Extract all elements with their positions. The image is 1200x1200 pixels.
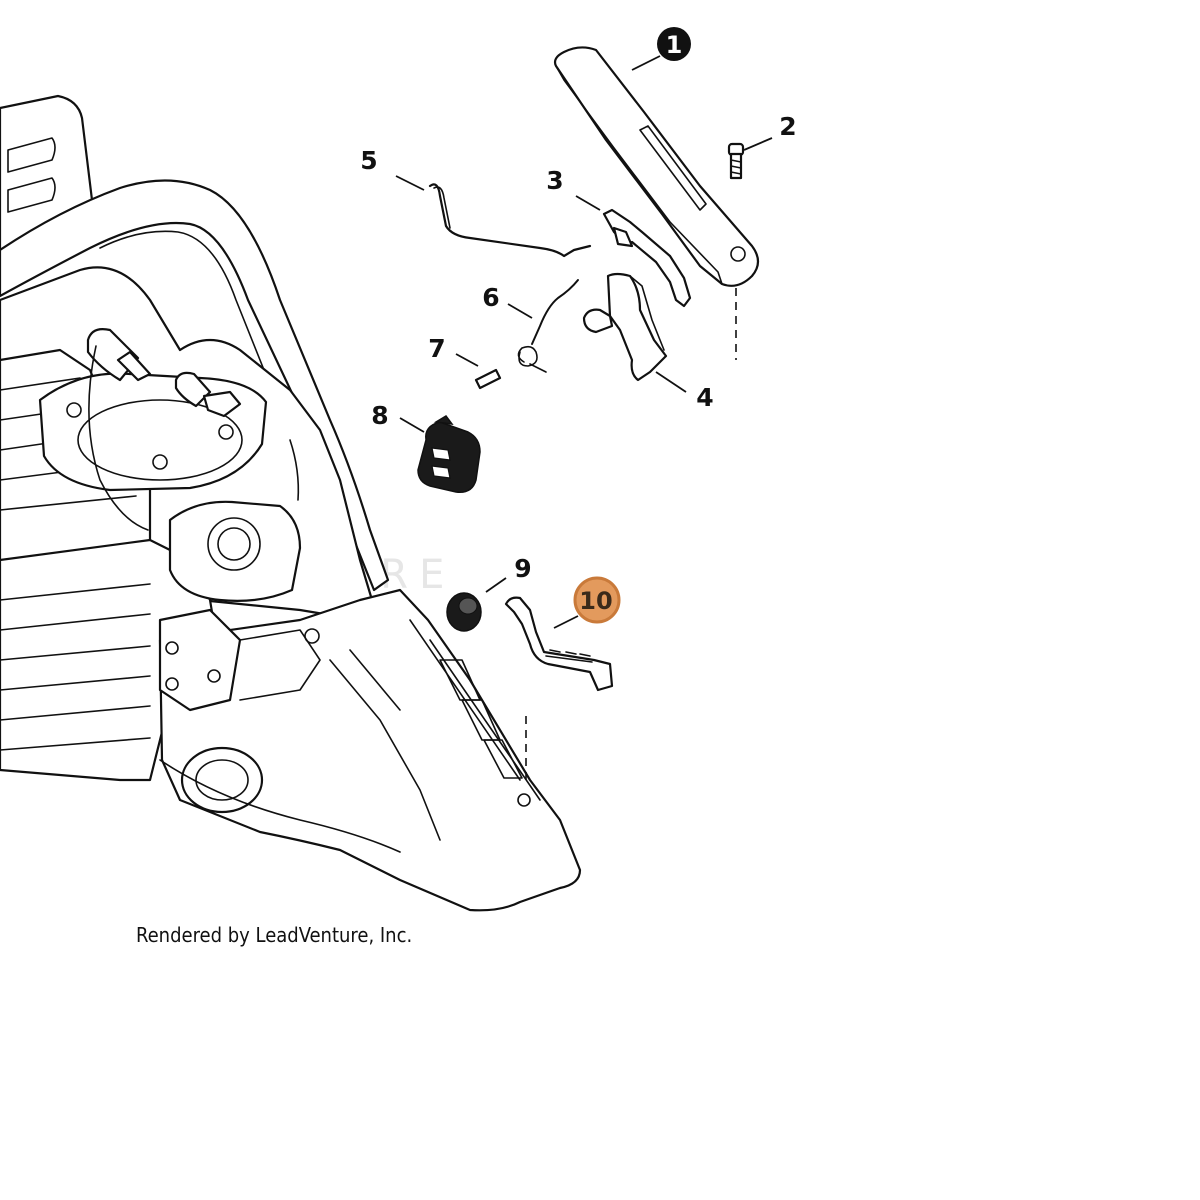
callout-6-label: 6 bbox=[482, 283, 499, 312]
callout-3-label: 3 bbox=[546, 166, 563, 195]
part-8-annular-buffer bbox=[417, 415, 481, 493]
callout-2-label: 2 bbox=[779, 112, 796, 141]
part-3-lockout-lever bbox=[602, 208, 692, 308]
callout-10-label: 10 bbox=[579, 587, 612, 615]
part-5-throttle-rod bbox=[428, 183, 592, 258]
callout-1-label: 1 bbox=[666, 31, 683, 59]
callout-7-label: 7 bbox=[428, 334, 445, 363]
callout-5-label: 5 bbox=[360, 146, 377, 175]
callout-10: 10 bbox=[573, 576, 621, 624]
part-10-lever bbox=[504, 596, 614, 692]
chainsaw-body bbox=[0, 94, 582, 912]
part-1-handle-cover bbox=[553, 46, 760, 360]
callout-8-label: 8 bbox=[371, 401, 388, 430]
callout-1: 1 bbox=[657, 27, 691, 61]
callout-1-badge bbox=[657, 27, 691, 61]
callout-9-label: 9 bbox=[514, 554, 531, 583]
leader-lines bbox=[395, 55, 773, 629]
part-6-spring bbox=[517, 279, 579, 373]
part-7-pin bbox=[474, 368, 502, 390]
callout-10-badge bbox=[573, 576, 621, 624]
callout-4-label: 4 bbox=[696, 383, 713, 412]
render-credit-caption: Rendered by LeadVenture, Inc. bbox=[136, 923, 412, 947]
part-9-buffer-plug bbox=[446, 592, 482, 632]
part-4-throttle-trigger bbox=[582, 272, 668, 382]
part-2-screw bbox=[727, 142, 745, 180]
